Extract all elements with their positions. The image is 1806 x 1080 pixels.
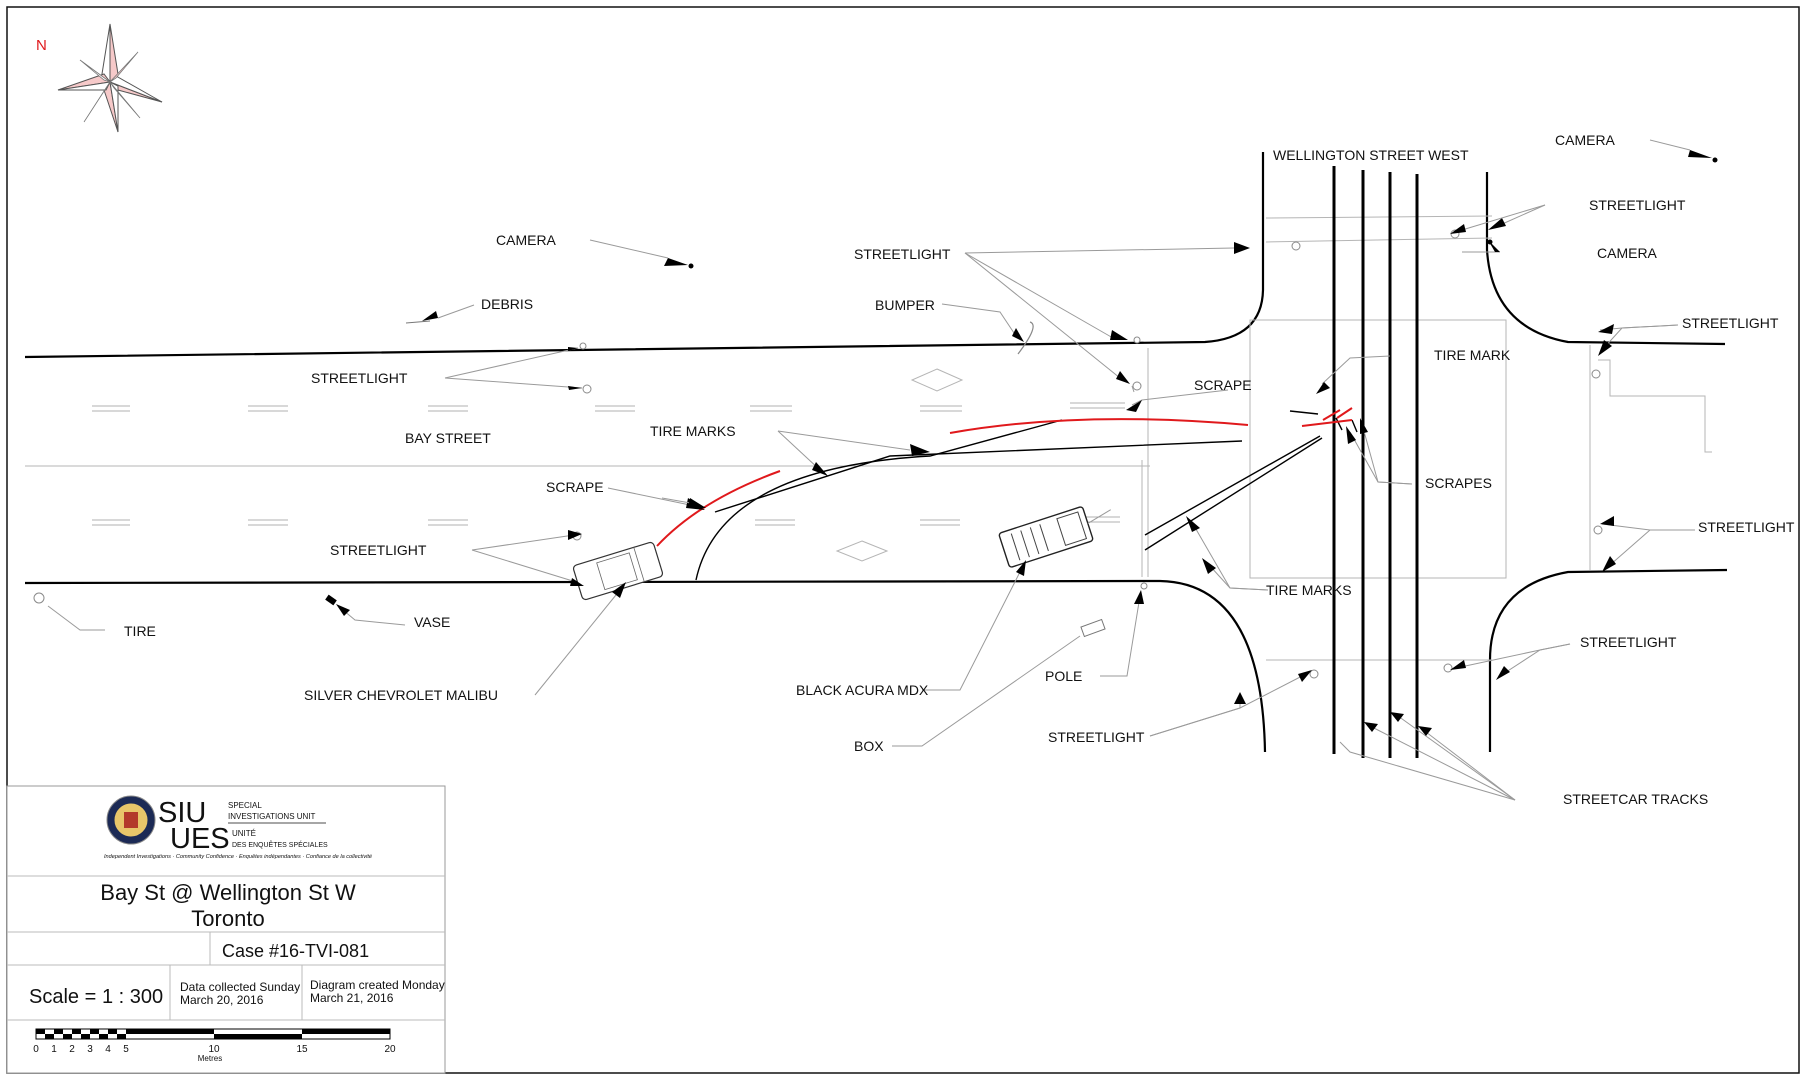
label-camera-west: CAMERA <box>496 232 557 248</box>
scrape-lines <box>656 407 1353 547</box>
compass-north-label: N <box>36 37 47 54</box>
label-streetlight-center: STREETLIGHT <box>854 246 951 262</box>
label-streetlight-bay-north: STREETLIGHT <box>311 370 408 386</box>
label-streetlight-bay-south: STREETLIGHT <box>330 542 427 558</box>
label-debris: DEBRIS <box>481 296 533 312</box>
label-streetlight-northeast: STREETLIGHT <box>1589 197 1686 213</box>
diagram-created-line1: Diagram created Monday <box>310 978 445 992</box>
tire-icon <box>33 592 45 604</box>
label-scrapes: SCRAPES <box>1425 475 1492 491</box>
svg-text:Independent Investigations · C: Independent Investigations · Community C… <box>104 854 372 860</box>
svg-text:5: 5 <box>123 1044 129 1055</box>
bumper-icon <box>1017 321 1034 355</box>
label-tire-mark: TIRE MARK <box>1434 347 1511 363</box>
svg-text:Metres: Metres <box>198 1054 222 1063</box>
diagram-created-line2: March 21, 2016 <box>310 991 394 1005</box>
label-silver-chevrolet-malibu: SILVER CHEVROLET MALIBU <box>304 687 498 703</box>
streetcar-tracks <box>1332 166 1419 758</box>
location-city: Toronto <box>191 906 264 931</box>
svg-text:DES ENQUÊTES SPÉCIALES: DES ENQUÊTES SPÉCIALES <box>232 840 328 849</box>
svg-text:UNITÉ: UNITÉ <box>232 829 256 838</box>
debris-icon <box>405 320 431 324</box>
svg-text:0: 0 <box>33 1044 39 1055</box>
pole-icon <box>1140 582 1148 590</box>
siu-logo: SIU UES SPECIAL INVESTIGATIONS UNIT UNIT… <box>104 795 372 860</box>
svg-text:SPECIAL: SPECIAL <box>228 801 262 810</box>
vase-icon <box>325 594 337 606</box>
leader-lines <box>47 139 1712 801</box>
label-bumper: BUMPER <box>875 297 935 313</box>
location-title: Bay St @ Wellington St W <box>100 880 356 905</box>
wellington-street-road <box>1265 172 1728 752</box>
label-vase: VASE <box>414 614 450 630</box>
label-streetlight-east-north: STREETLIGHT <box>1682 315 1779 331</box>
svg-text:2: 2 <box>69 1044 75 1055</box>
label-bay-street: BAY STREET <box>405 430 491 446</box>
label-streetlight-east-south: STREETLIGHT <box>1698 519 1795 535</box>
label-streetlight-southeast: STREETLIGHT <box>1580 634 1677 650</box>
box-icon <box>1080 618 1106 638</box>
label-scrape-center: SCRAPE <box>1194 377 1252 393</box>
label-camera-northeast: CAMERA <box>1555 132 1616 148</box>
svg-text:4: 4 <box>105 1044 111 1055</box>
scale-bar: 0 1 2 3 4 5 10 15 20 Metres <box>33 1028 396 1063</box>
lane-markings <box>92 368 1125 562</box>
label-camera-east: CAMERA <box>1597 245 1658 261</box>
svg-text:1: 1 <box>51 1044 57 1055</box>
label-black-acura-mdx: BLACK ACURA MDX <box>796 682 929 698</box>
scale-label: Scale = <box>29 986 96 1008</box>
svg-text:3: 3 <box>87 1044 93 1055</box>
label-pole: POLE <box>1045 668 1082 684</box>
compass-rose-icon <box>57 23 163 133</box>
label-box: BOX <box>854 738 884 754</box>
case-number: Case #16-TVI-081 <box>222 941 369 961</box>
label-wellington-street-west: WELLINGTON STREET WEST <box>1273 147 1469 163</box>
svg-text:20: 20 <box>384 1044 396 1055</box>
title-block: SIU UES SPECIAL INVESTIGATIONS UNIT UNIT… <box>6 785 446 1074</box>
tire-mark-lines <box>695 410 1358 581</box>
streetlight-markers <box>572 229 1603 679</box>
svg-text:10: 10 <box>208 1044 220 1055</box>
scale-value: 1 : 300 <box>102 986 163 1008</box>
data-collected-line2: March 20, 2016 <box>180 993 264 1007</box>
svg-text:SIU: SIU <box>158 797 206 829</box>
bay-street-road <box>24 152 1507 753</box>
label-tire-marks-west: TIRE MARKS <box>650 423 736 439</box>
vehicle-black-acura-mdx <box>998 506 1111 568</box>
svg-text:UES: UES <box>170 823 230 855</box>
label-scrape-west: SCRAPE <box>546 479 604 495</box>
label-tire: TIRE <box>124 623 156 639</box>
data-collected-line1: Data collected Sunday <box>180 980 300 994</box>
label-tire-marks-east: TIRE MARKS <box>1266 582 1352 598</box>
label-streetlight-south: STREETLIGHT <box>1048 729 1145 745</box>
svg-text:INVESTIGATIONS UNIT: INVESTIGATIONS UNIT <box>228 812 316 821</box>
svg-text:15: 15 <box>296 1044 308 1055</box>
label-streetcar-tracks: STREETCAR TRACKS <box>1563 791 1708 807</box>
